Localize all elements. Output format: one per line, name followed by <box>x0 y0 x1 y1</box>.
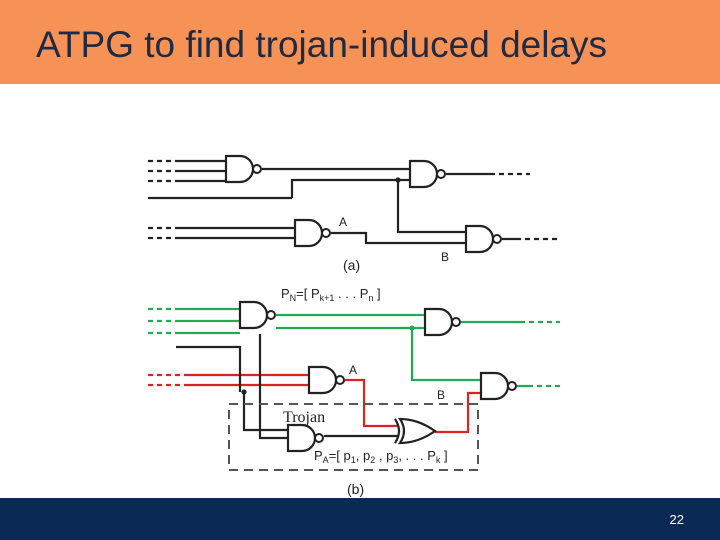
junction-dot-a <box>395 177 401 183</box>
slide-header: ATPG to find trojan-induced delays <box>0 0 720 84</box>
junction-dot-green <box>409 325 415 331</box>
label-b-A: A <box>349 363 357 377</box>
green-paths <box>148 307 560 388</box>
nand-gate-b3 <box>307 365 346 395</box>
nand-gate-b4 <box>479 371 518 401</box>
caption-b: (b) <box>347 481 364 497</box>
label-a-A: A <box>339 215 347 229</box>
label-a-B: B <box>441 250 449 264</box>
nand-gate-a3 <box>293 218 332 248</box>
nand-gate-a4 <box>464 224 503 254</box>
slide-footer: 22 <box>0 498 720 540</box>
page-number: 22 <box>669 512 684 527</box>
diagram-a <box>148 159 560 245</box>
pa-vector-label: PA=[ p1, p2 , p3, . . . Pk ] <box>314 448 448 465</box>
nand-gate-a1 <box>224 154 263 184</box>
trojan-box <box>228 403 479 471</box>
nand-gate-b2 <box>423 307 462 337</box>
red-paths <box>148 373 481 434</box>
circuit-svg: A B (a) PN=[ Pk+1 . . . Pn ] Trojan <box>148 154 560 497</box>
trojan-label: Trojan <box>283 409 325 426</box>
nand-gate-a2 <box>408 159 447 189</box>
xor-gate <box>394 417 437 445</box>
slide-title: ATPG to find trojan-induced delays <box>36 24 608 65</box>
caption-a: (a) <box>343 257 360 273</box>
junction-dot-b <box>241 389 247 395</box>
label-b-B: B <box>437 388 445 402</box>
nand-gate-b1 <box>238 300 277 330</box>
pn-vector-label: PN=[ Pk+1 . . . Pn ] <box>281 286 381 303</box>
circuit-diagram: A B (a) PN=[ Pk+1 . . . Pn ] Trojan <box>0 84 720 498</box>
